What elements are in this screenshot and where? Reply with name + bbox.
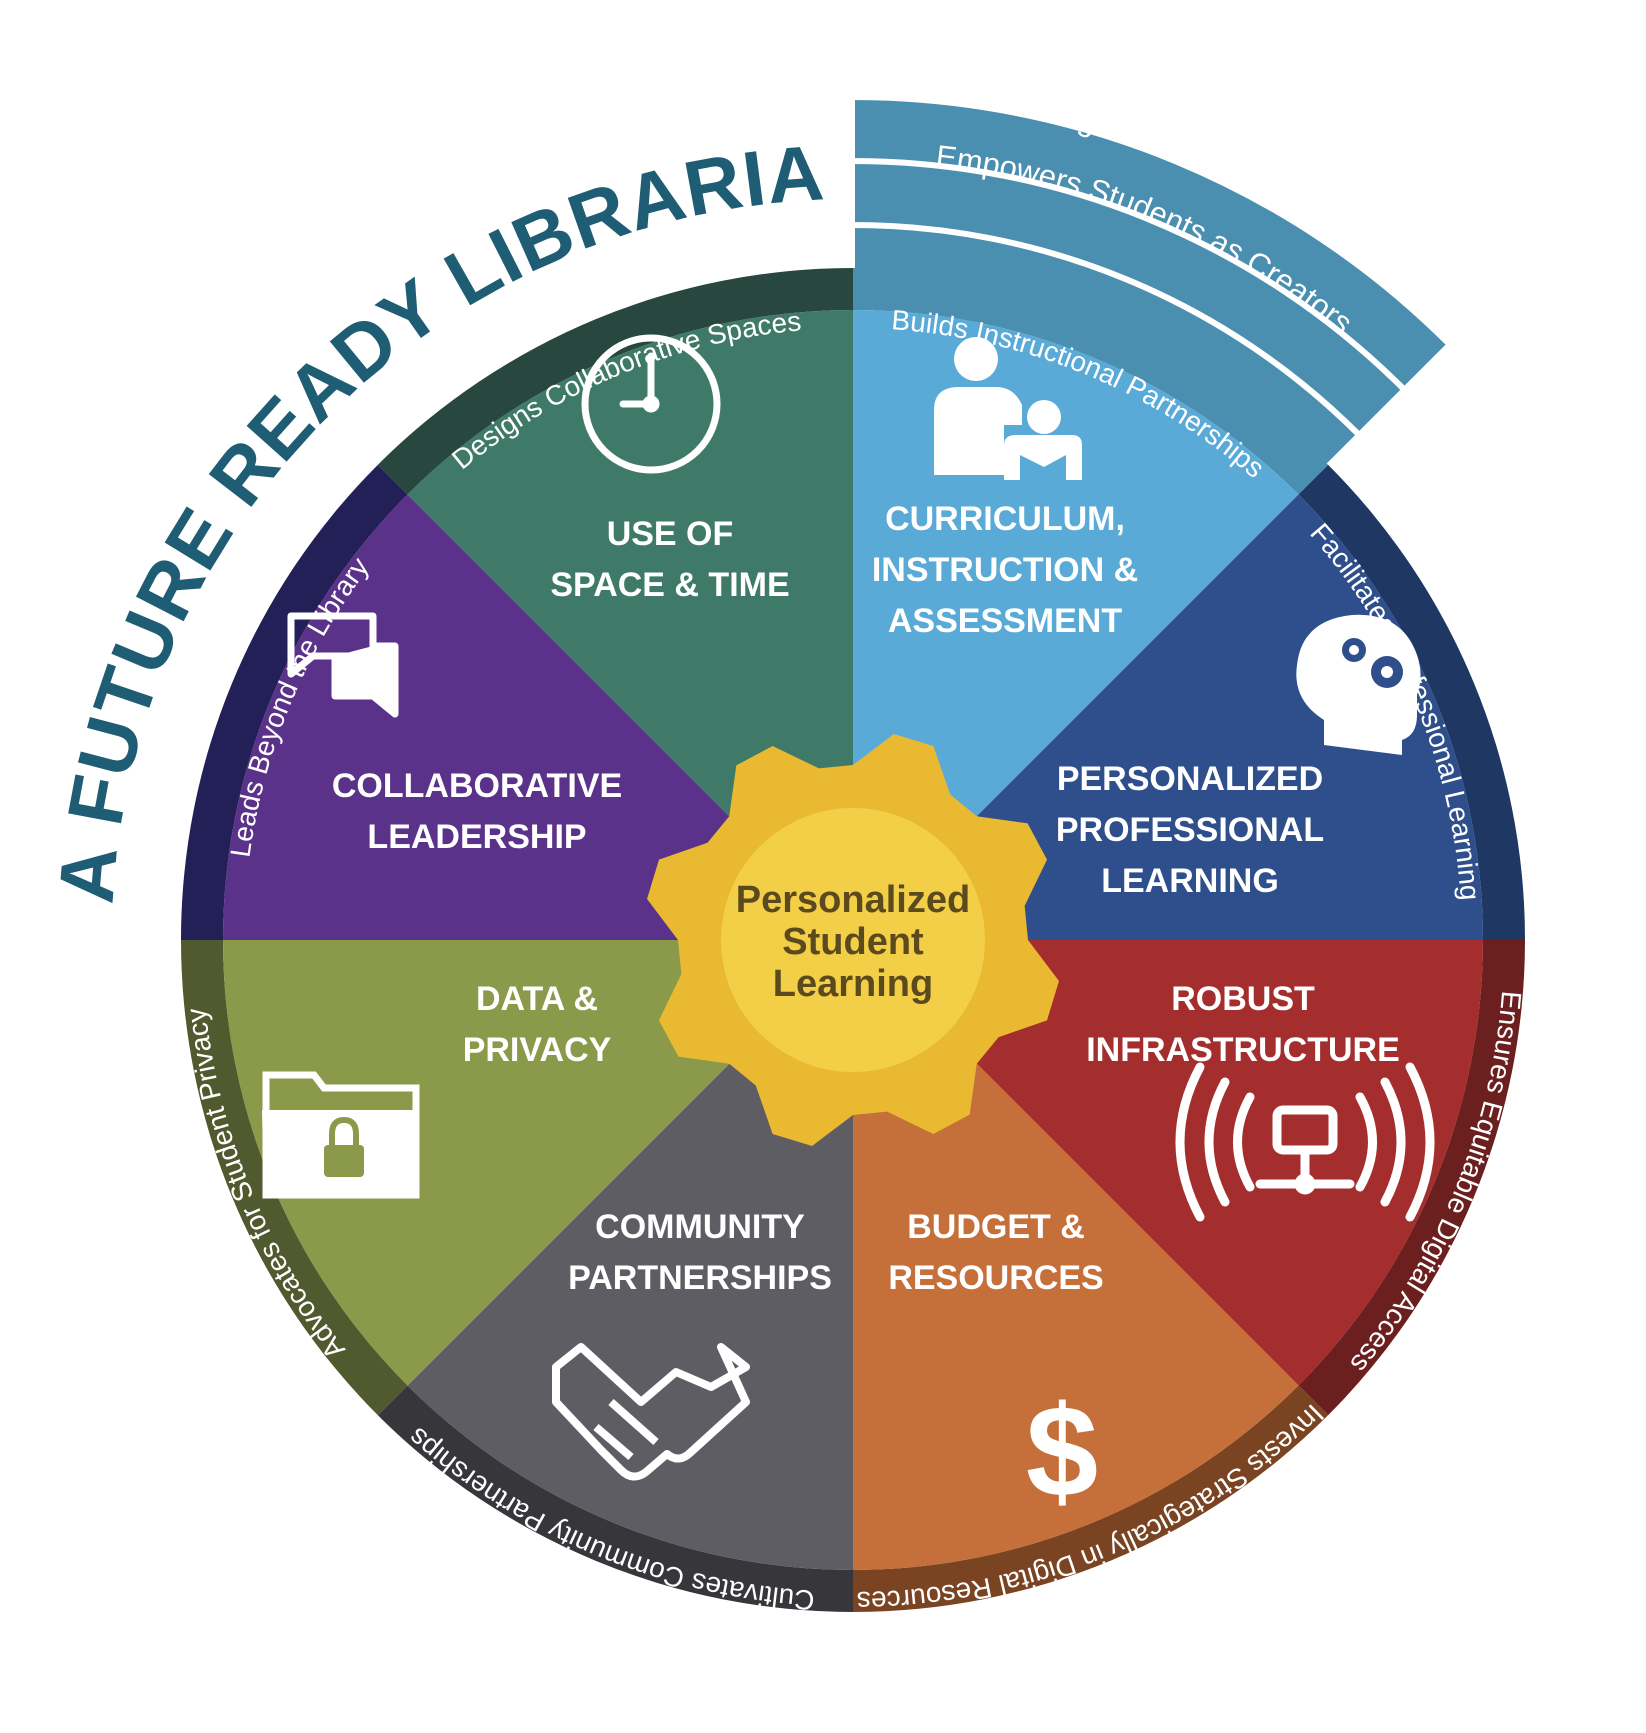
ring-sector-professional [1298,464,1525,940]
chat-bubbles-icon [287,612,399,718]
handshake-icon [552,1343,750,1481]
teacher-student-icon [934,337,1082,480]
ring-sector-budget [853,1385,1329,1613]
head-gears-icon [1296,614,1421,755]
svg-text:$: $ [1026,1378,1098,1524]
segment-community [407,940,853,1570]
ring-sector-community [377,1385,853,1612]
ring-sector-data-privacy [181,940,408,1416]
segment-label-budget: BUDGET &RESOURCES [888,1208,1103,1297]
ring-sector-curriculum [853,268,1329,495]
locked-folder-icon [262,1071,420,1199]
outer-ring [181,268,1525,1613]
segment-label-data-privacy: DATA &PRIVACY [463,980,612,1069]
gear-inner-circle [721,808,985,1072]
segment-leadership [223,494,853,940]
center-gear [647,734,1059,1146]
ring-sector-leadership [181,464,408,940]
network-signal-icon [1175,1062,1435,1222]
dollar-icon: $ [1026,1378,1098,1524]
segment-infrastructure [853,940,1483,1386]
ring-sector-space-time [377,268,853,495]
clock-icon [581,334,721,474]
segment-label-curriculum: CURRICULUM,INSTRUCTION &ASSESSMENT [872,500,1138,640]
ring-sector-infrastructure [1298,940,1525,1416]
